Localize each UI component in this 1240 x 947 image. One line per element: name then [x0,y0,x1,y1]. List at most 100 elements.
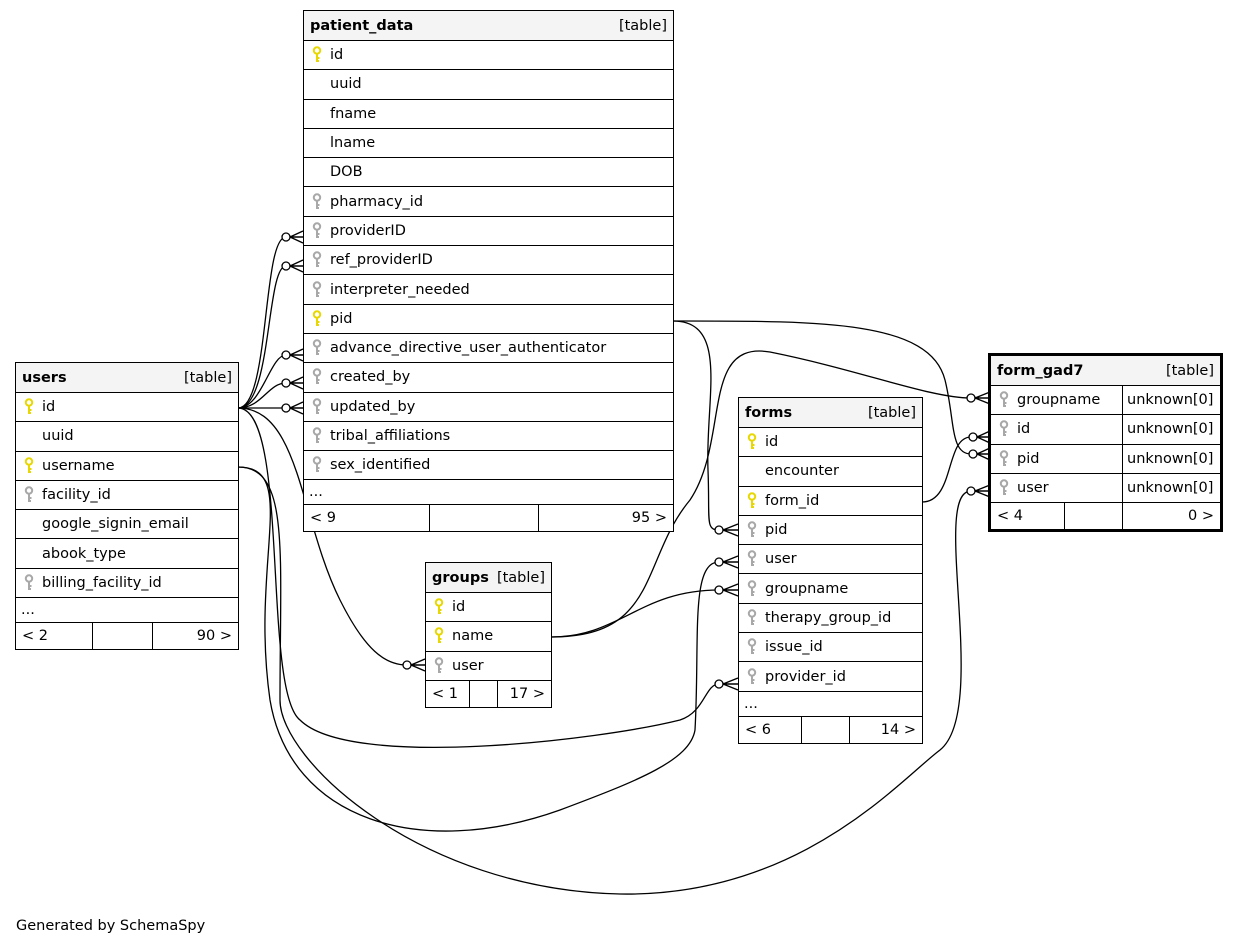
column-row[interactable]: user [739,545,922,575]
table-footer: < 2 90 > [16,623,238,650]
parents-count[interactable]: < 6 [739,716,802,743]
column-row[interactable]: id [426,593,551,623]
column-name: abook_type [42,545,126,562]
column-row[interactable]: DOB [304,158,673,188]
column-name: advance_directive_user_authenticator [330,340,607,357]
column-row[interactable]: pid [304,305,673,334]
column-row[interactable]: facility_id [16,481,238,511]
foreign-key-icon [739,662,765,690]
table-kind-label: [table] [618,17,667,34]
cardinality-marker [968,432,978,442]
column-name: pharmacy_id [330,193,424,210]
column-row[interactable]: sex_identified [304,451,673,481]
column-row[interactable]: lname [304,129,673,159]
crowfoot-marker [722,555,739,569]
column-row[interactable]: updated_by [304,393,673,422]
crowfoot-marker [289,376,304,390]
table-header[interactable]: users [table] [16,363,238,393]
column-row[interactable]: uuid [16,422,238,452]
parents-count[interactable]: < 1 [426,680,470,707]
column-row[interactable]: pid [739,516,922,546]
table-header[interactable]: form_gad7 [table] [991,356,1220,386]
children-count[interactable]: 90 > [152,623,238,650]
cardinality-marker [966,486,976,496]
key-placeholder [16,510,42,538]
parents-count[interactable]: < 9 [304,505,430,532]
column-row[interactable]: providerID [304,217,673,247]
table-name: forms [745,404,793,421]
column-row[interactable]: form_id [739,487,922,516]
column-row[interactable]: username [16,452,238,481]
column-row[interactable]: id [739,428,922,458]
column-name: pid [1017,450,1040,467]
column-row[interactable]: ref_providerID [304,246,673,276]
primary-key-icon [739,428,765,456]
column-name: groupname [1017,392,1101,409]
foreign-key-icon [739,604,765,632]
edge-users-id-to-created-by [237,382,287,409]
cardinality-marker [281,350,291,360]
column-row[interactable]: fname [304,100,673,129]
column-name: pid [765,522,788,539]
children-count[interactable]: 95 > [538,505,673,532]
column-row[interactable]: groupname [739,574,922,604]
column-row[interactable]: pharmacy_id [304,187,673,217]
column-name: issue_id [765,639,823,656]
key-placeholder [304,158,330,186]
column-row[interactable]: interpreter_needed [304,275,673,305]
parents-count[interactable]: < 2 [16,623,93,650]
column-row[interactable]: abook_type [16,539,238,569]
primary-key-icon [16,393,42,421]
column-row[interactable]: therapy_group_id [739,604,922,634]
foreign-key-icon [16,481,42,509]
cardinality-marker [281,261,291,271]
column-name: groupname [765,580,849,597]
foreign-key-icon [304,217,330,245]
column-row[interactable]: tribal_affiliations [304,422,673,452]
column-row[interactable]: google_signin_email [16,510,238,540]
foreign-key-icon [739,633,765,661]
column-row[interactable]: name [426,622,551,652]
column-row[interactable]: id [16,393,238,423]
table-footer: < 4 0 > [991,503,1220,530]
column-name: fname [330,105,377,122]
column-row[interactable]: advance_directive_user_authenticator [304,334,673,364]
column-row[interactable]: user [426,652,551,681]
column-row[interactable]: provider_id [739,662,922,692]
column-name: lname [330,135,376,152]
table-kind-label: [table] [1165,362,1214,379]
children-count[interactable]: 17 > [497,680,551,707]
children-count[interactable]: 0 > [1122,503,1220,530]
parents-count[interactable]: < 4 [991,503,1065,530]
column-row[interactable]: id [304,41,673,71]
column-row[interactable]: encounter [739,457,922,487]
column-row[interactable]: created_by [304,363,673,393]
children-count[interactable]: 14 > [849,716,922,743]
column-row[interactable]: issue_id [739,633,922,663]
column-row[interactable]: billing_facility_id [16,569,238,599]
column-name: id [765,434,779,451]
key-placeholder [304,129,330,157]
column-row[interactable]: uuid [304,70,673,100]
foreign-key-icon [739,516,765,544]
column-name: providerID [330,222,406,239]
table-header[interactable]: groups [table] [426,563,551,593]
column-name: id [42,399,56,416]
table-header[interactable]: forms [table] [739,398,922,428]
foreign-key-icon [739,545,765,573]
crowfoot-marker [722,523,739,537]
key-placeholder [16,539,42,567]
table-header[interactable]: patient_data [table] [304,11,673,41]
column-name: id [330,47,344,64]
